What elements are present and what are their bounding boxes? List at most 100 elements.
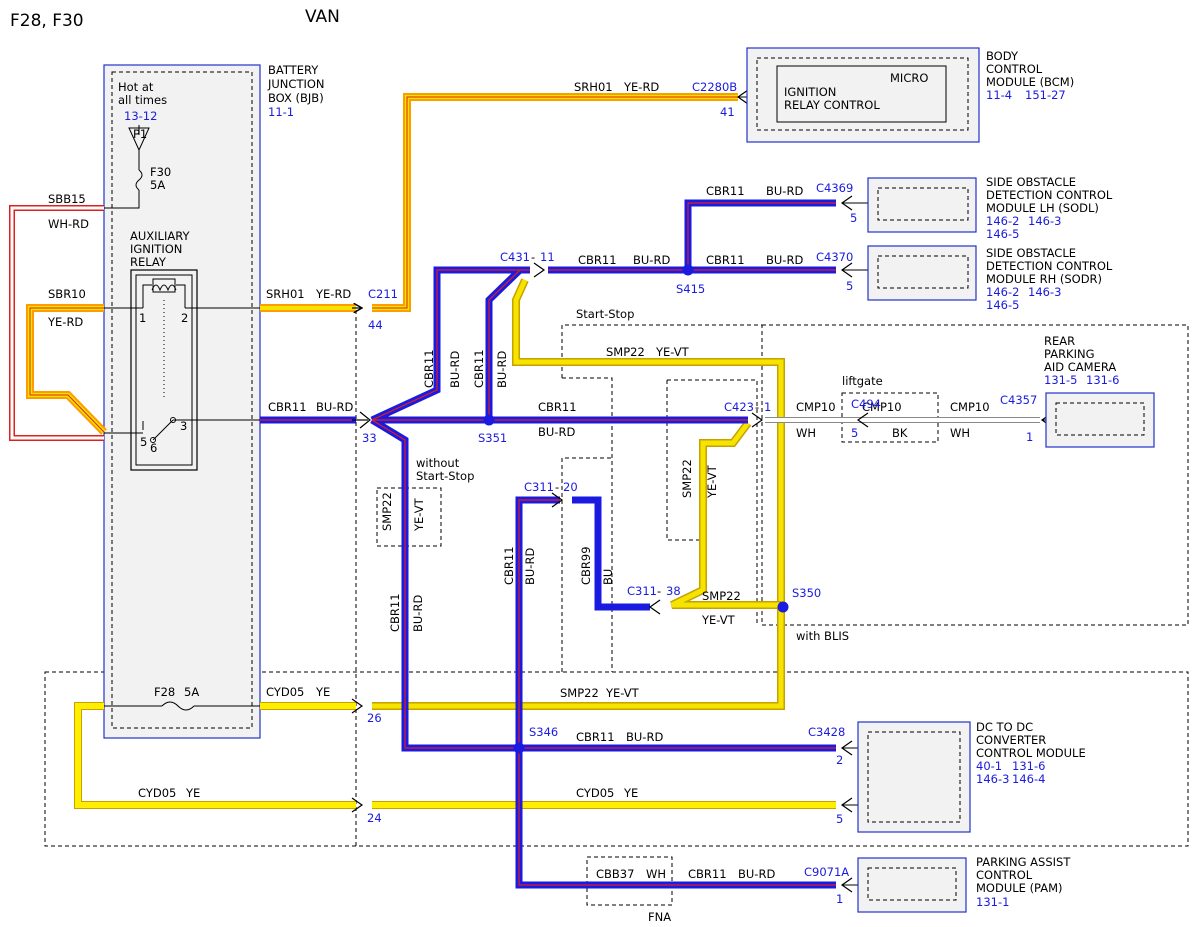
wire-sbr10 [26,304,107,435]
wire-cyd05-a [74,702,356,809]
svg-text:with BLIS: with BLIS [796,629,849,643]
svg-text:BU-RD: BU-RD [523,548,537,585]
svg-text:P1: P1 [133,127,147,141]
svg-text:C311: C311 [524,480,554,494]
svg-text:11-4: 11-4 [986,88,1012,102]
svg-text:MICRO: MICRO [890,71,928,85]
svg-text:WH: WH [796,426,816,440]
svg-text:BOX (BJB): BOX (BJB) [268,91,324,105]
svg-text:CYD05: CYD05 [138,786,176,800]
svg-text:BU-RD: BU-RD [448,351,462,388]
svg-text:YE-RD: YE-RD [47,315,83,329]
svg-text:YE-VT: YE-VT [701,613,736,627]
module-rear-camera [1045,392,1155,448]
svg-text:CBR11: CBR11 [388,593,402,632]
svg-text:6: 6 [150,441,157,455]
svg-text:41: 41 [720,105,735,119]
wire-cbr11-group [260,199,836,889]
svg-text:S350: S350 [792,586,821,600]
svg-text:MODULE (PAM): MODULE (PAM) [976,881,1063,895]
svg-text:JUNCTION: JUNCTION [267,77,325,91]
svg-text:CBB37: CBB37 [596,867,634,881]
region-blis [761,324,1189,626]
svg-text:PARKING: PARKING [1044,347,1095,361]
svg-text:AID CAMERA: AID CAMERA [1044,360,1116,374]
svg-text:24: 24 [367,811,382,825]
sodl-label: SIDE OBSTACLE [986,175,1076,189]
svg-text:20: 20 [563,480,578,494]
svg-text:liftgate: liftgate [842,374,883,388]
splice-s350 [777,601,789,613]
svg-text:BK: BK [892,426,908,440]
svg-text:5: 5 [836,812,843,826]
svg-text:3: 3 [180,419,187,433]
svg-text:YE-RD: YE-RD [315,287,351,301]
svg-text:CONTROL: CONTROL [976,868,1033,882]
svg-text:BU-RD: BU-RD [633,253,670,267]
svg-text:without: without [416,456,460,470]
svg-text:BU-RD: BU-RD [411,595,425,632]
svg-text:YE-VT: YE-VT [605,686,640,700]
svg-text:SMP22: SMP22 [680,459,694,498]
svg-text:CBR11: CBR11 [472,349,486,388]
wire-sbb15 [9,205,104,441]
svg-text:146-4: 146-4 [1012,772,1045,786]
fuse-f28-icon [161,701,195,711]
svg-text:all times: all times [118,93,167,107]
svg-text:F28: F28 [154,685,175,699]
svg-text:131-6: 131-6 [1086,373,1119,387]
svg-text:CBR11: CBR11 [502,546,516,585]
svg-text:5A: 5A [150,178,165,192]
svg-text:CBR11: CBR11 [538,400,577,414]
svg-text:Hot at: Hot at [118,80,154,94]
svg-text:CONVERTER: CONVERTER [976,733,1046,747]
svg-text:131-5: 131-5 [1044,373,1077,387]
svg-text:S415: S415 [676,282,705,296]
svg-text:SRH01: SRH01 [266,287,305,301]
svg-text:BU: BU [601,569,615,585]
svg-text:-: - [657,584,661,598]
svg-text:CONTROL MODULE: CONTROL MODULE [976,746,1086,760]
svg-text:Start-Stop: Start-Stop [576,307,634,321]
svg-text:C9071A: C9071A [804,865,849,879]
svg-text:13-12: 13-12 [124,109,157,123]
svg-text:FNA: FNA [648,910,671,924]
svg-text:F30: F30 [150,165,171,179]
region-fna [586,856,673,906]
wire-smp22-c423 [670,420,781,609]
svg-text:C431: C431 [500,250,530,264]
svg-text:CYD05: CYD05 [576,786,614,800]
dcdc-label: DC TO DC [976,720,1033,734]
svg-text:CBR11: CBR11 [268,400,307,414]
svg-text:CMP10: CMP10 [950,400,990,414]
svg-text:DETECTION CONTROL: DETECTION CONTROL [986,259,1113,273]
svg-text:151-27: 151-27 [1025,88,1066,102]
svg-text:SMP22: SMP22 [606,345,645,359]
svg-text:RELAY CONTROL: RELAY CONTROL [784,98,880,112]
svg-text:BU-RD: BU-RD [316,400,353,414]
svg-text:SRH01: SRH01 [574,80,613,94]
svg-text:WH: WH [950,426,970,440]
svg-text:146-2: 146-2 [986,214,1019,228]
svg-text:C494: C494 [851,397,881,411]
svg-text:C423: C423 [724,400,754,414]
svg-text:2: 2 [836,753,843,767]
svg-text:5: 5 [851,426,858,440]
svg-text:BU-RD: BU-RD [538,425,575,439]
svg-text:DETECTION CONTROL: DETECTION CONTROL [986,188,1113,202]
svg-text:S346: S346 [529,725,558,739]
svg-text:RELAY: RELAY [130,255,167,269]
svg-text:SMP22: SMP22 [380,492,394,531]
wire-smp22-main [372,278,785,710]
svg-text:CBR11: CBR11 [706,253,745,267]
svg-text:WH: WH [646,867,666,881]
svg-text:YE-VT: YE-VT [705,464,719,499]
svg-text:146-3: 146-3 [1028,285,1061,299]
bcm-label: BODY [986,49,1019,63]
svg-text:146-3: 146-3 [976,772,1009,786]
svg-text:CBR11: CBR11 [578,253,617,267]
svg-text:33: 33 [362,431,377,445]
svg-text:5A: 5A [184,685,199,699]
relay-coil-icon [142,278,186,400]
